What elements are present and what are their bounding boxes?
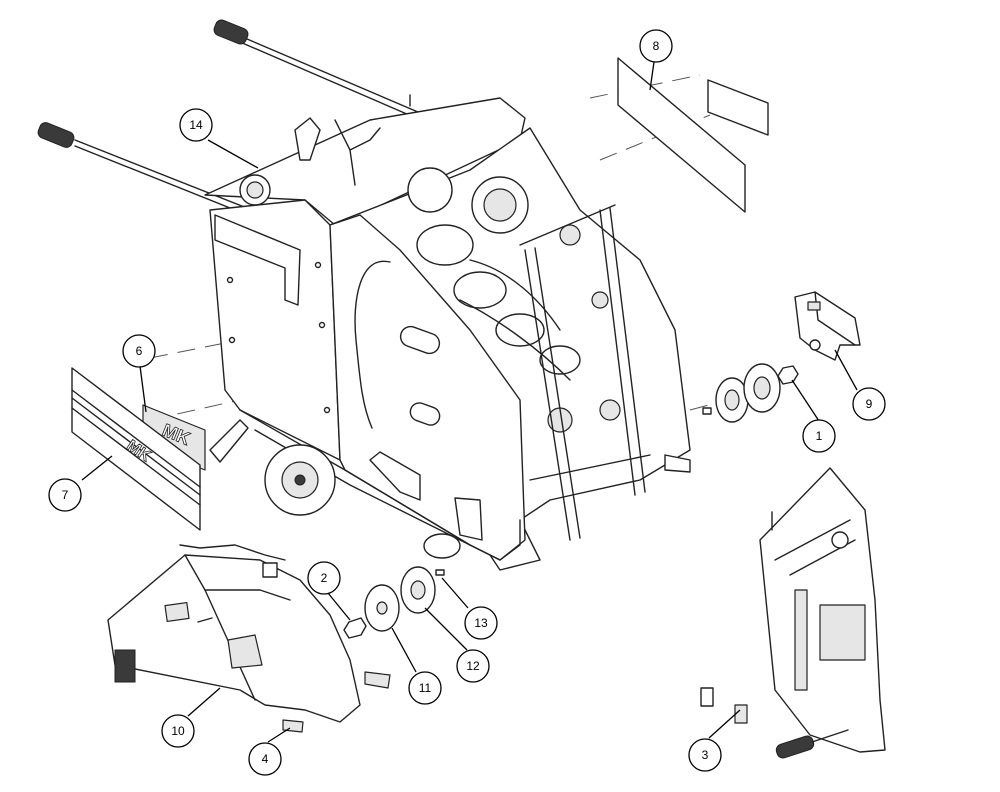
callout-14: 14 <box>179 108 213 142</box>
svg-text:10: 10 <box>171 724 185 738</box>
callout-1: 1 <box>802 419 836 453</box>
callout-8: 8 <box>639 29 673 63</box>
callout-7: 7 <box>48 478 82 512</box>
part-9-belt-guard-bracket <box>794 291 861 361</box>
callout-9: 9 <box>852 387 886 421</box>
part-4-mk-small-decal <box>282 671 391 733</box>
svg-text:3: 3 <box>702 748 709 762</box>
callout-leaders <box>81 61 858 743</box>
svg-text:13: 13 <box>474 616 488 630</box>
svg-text:14: 14 <box>189 118 203 132</box>
svg-text:4: 4 <box>262 752 269 766</box>
callout-4: 4 <box>248 742 282 776</box>
callout-6: 6 <box>122 334 156 368</box>
saw-main-body <box>204 94 691 571</box>
callout-2: 2 <box>307 561 341 595</box>
svg-text:7: 7 <box>62 488 69 502</box>
svg-text:6: 6 <box>136 344 143 358</box>
svg-text:9: 9 <box>866 397 873 411</box>
part-8-rear-decals <box>617 57 769 213</box>
part-13-key <box>435 569 445 576</box>
svg-text:8: 8 <box>653 39 660 53</box>
part-10-blade-guard <box>107 544 361 723</box>
part-3-detail-view <box>700 467 886 759</box>
callout-11: 11 <box>408 671 442 705</box>
svg-text:11: 11 <box>419 681 432 695</box>
svg-text:12: 12 <box>466 659 480 673</box>
part-2-arbor-nut <box>343 617 367 639</box>
callout-12: 12 <box>456 649 490 683</box>
callout-10: 10 <box>161 714 195 748</box>
blade-flange-parts <box>343 566 445 639</box>
callout-3: 3 <box>688 738 722 772</box>
callout-13: 13 <box>464 606 498 640</box>
part-7-stripe-decal: MK <box>71 367 201 531</box>
callout-bubbles: 1 2 3 4 6 7 8 9 <box>48 29 886 776</box>
svg-text:2: 2 <box>321 571 328 585</box>
svg-text:1: 1 <box>816 429 823 443</box>
part-1-drive-pulley-set <box>702 363 799 423</box>
